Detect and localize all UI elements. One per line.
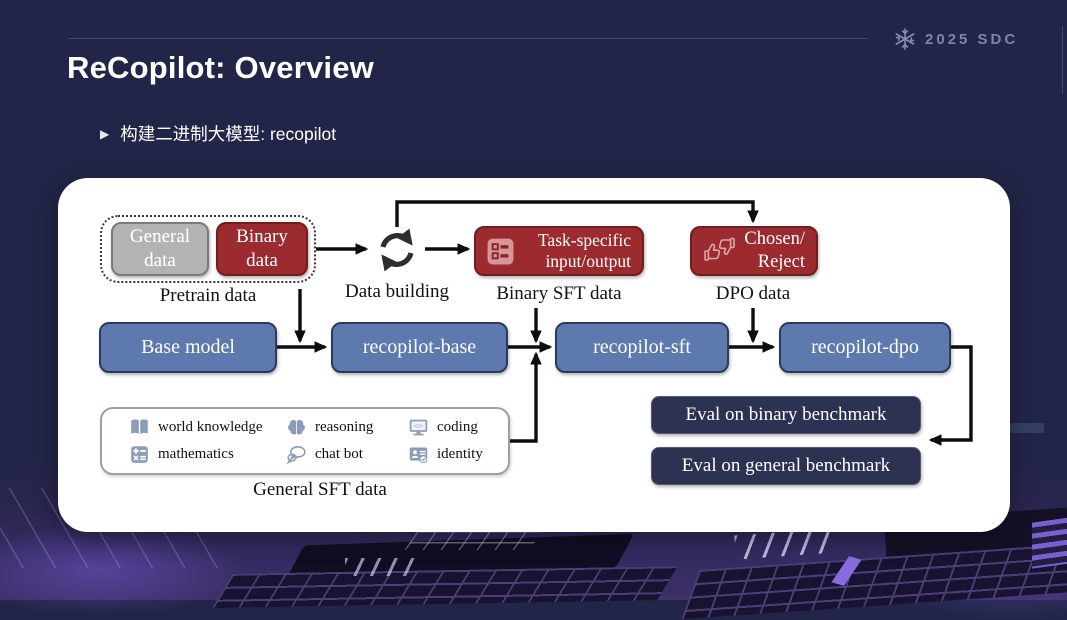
sft-item-label: mathematics xyxy=(158,446,234,462)
sft-item-mathematics: mathematics xyxy=(129,444,286,465)
base-model-box: Base model xyxy=(99,322,277,373)
thumbs-up-down-icon xyxy=(704,237,735,261)
book-icon xyxy=(131,419,148,435)
circuit-bars-right xyxy=(1032,517,1067,569)
svg-text:</>: </> xyxy=(414,423,424,430)
pretrain-data-caption: Pretrain data xyxy=(159,285,257,306)
page-title: ReCopilot: Overview xyxy=(67,50,374,85)
eval-binary-benchmark-box: Eval on binary benchmark xyxy=(651,396,921,434)
pretrain-data-group: General data Binary data xyxy=(100,215,316,283)
sft-item-world-knowledge: world knowledge xyxy=(129,417,286,438)
binary-sft-caption: Binary SFT data xyxy=(496,283,622,304)
header-divider-line xyxy=(68,38,868,39)
sft-item-coding: </> coding xyxy=(408,417,506,438)
form-icon xyxy=(487,238,514,264)
sft-item-label: reasoning xyxy=(315,419,374,435)
bullet-arrow-icon: ▶ xyxy=(100,126,110,141)
slash-marks xyxy=(734,528,836,560)
sft-item-chat-bot: chat bot xyxy=(286,444,408,465)
calculator-icon xyxy=(131,446,148,463)
recopilot-base-box: recopilot-base xyxy=(331,322,508,373)
bullet-line: ▶ 构建二进制大模型: recopilot xyxy=(100,121,336,146)
general-sft-box: world knowledge reasoning </> xyxy=(100,407,510,475)
chosen-reject-box: Chosen/ Reject xyxy=(690,226,818,276)
general-data-box: General data xyxy=(111,222,209,276)
sft-item-label: world knowledge xyxy=(158,419,263,435)
diagram-panel: General data Binary data Pretrain data D… xyxy=(58,178,1010,532)
task-specific-label: Task-specific input/output xyxy=(537,229,631,271)
recopilot-sft-box: recopilot-sft xyxy=(555,322,729,373)
event-logo: 2025 SDC xyxy=(893,27,1018,51)
bullet-text: 构建二进制大模型: recopilot xyxy=(120,124,337,144)
sft-item-label: chat bot xyxy=(315,446,363,462)
snowflake-icon xyxy=(895,28,915,50)
chat-icon xyxy=(286,446,306,465)
cycle-icon xyxy=(380,228,414,272)
data-building-caption: Data building xyxy=(345,281,449,302)
identity-icon xyxy=(409,447,428,464)
side-chip-decoration xyxy=(1008,423,1044,433)
coding-icon: </> xyxy=(409,419,428,436)
recopilot-dpo-box: recopilot-dpo xyxy=(779,322,951,373)
general-sft-caption: General SFT data xyxy=(253,479,387,500)
sft-item-label: identity xyxy=(437,446,483,462)
sft-item-identity: identity xyxy=(408,444,506,465)
eval-general-benchmark-box: Eval on general benchmark xyxy=(651,447,921,485)
chosen-reject-label: Chosen/ Reject xyxy=(744,229,805,272)
binary-data-box: Binary data xyxy=(216,222,308,276)
sft-item-label: coding xyxy=(437,419,478,435)
task-specific-box: Task-specific input/output xyxy=(474,226,644,276)
slash-marks-small xyxy=(345,558,417,576)
dpo-data-caption: DPO data xyxy=(715,283,791,304)
logo-text: 2025 SDC xyxy=(925,30,1019,48)
sft-item-reasoning: reasoning xyxy=(286,417,408,438)
header-right-line xyxy=(1062,26,1063,94)
brain-icon xyxy=(288,419,305,435)
slide: { "header": { "logo": { "icon": "snowfla… xyxy=(0,26,1067,620)
keyboard-center xyxy=(212,566,678,608)
